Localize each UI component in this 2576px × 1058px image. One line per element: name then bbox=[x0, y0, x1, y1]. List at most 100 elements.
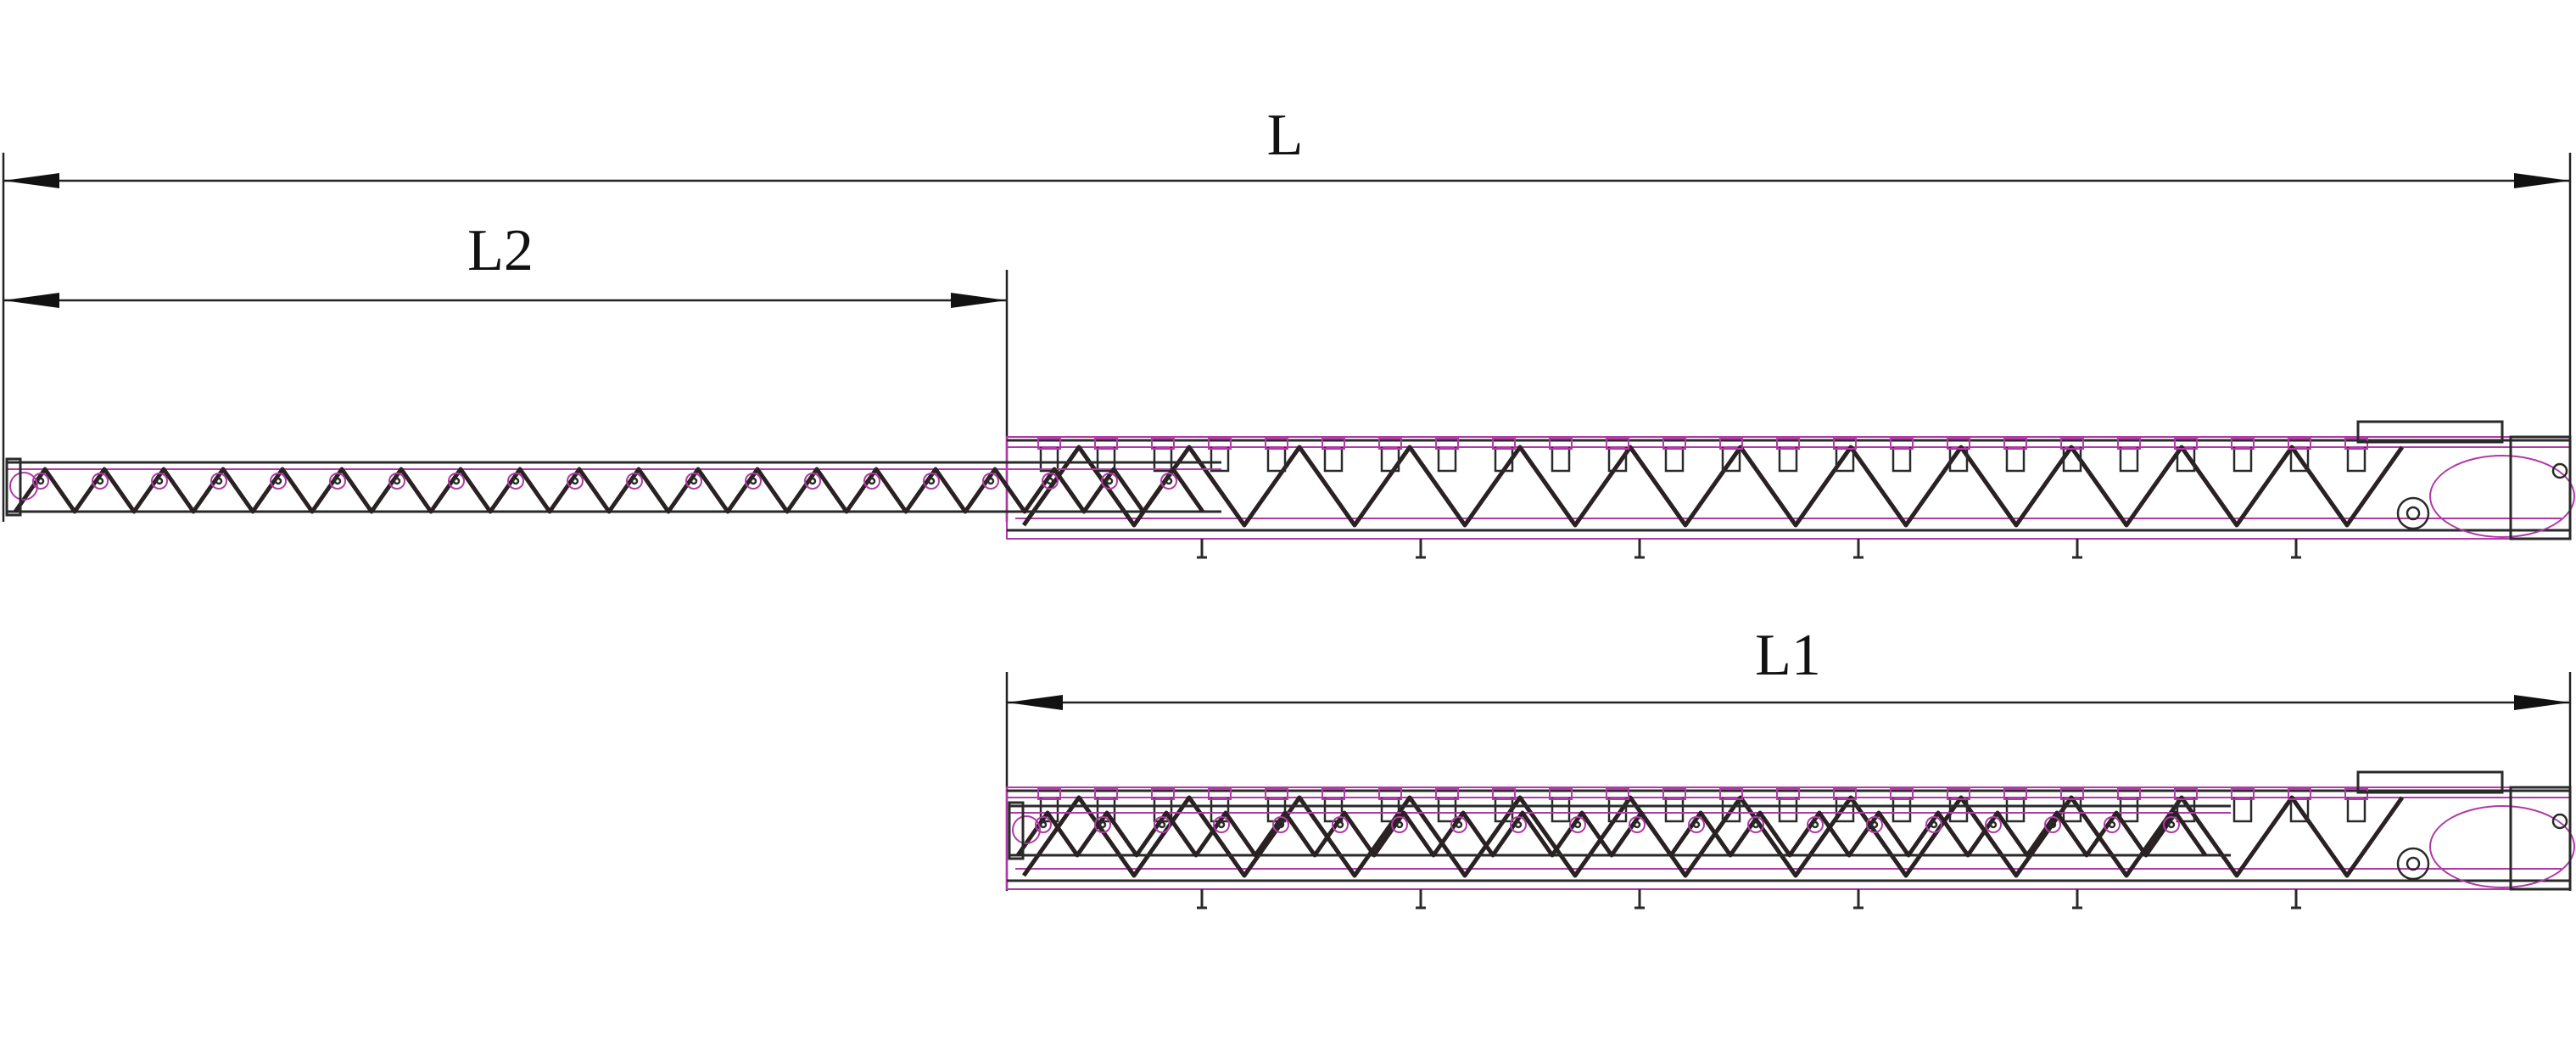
idler-bracket bbox=[1890, 788, 1914, 800]
dimension-extension: L2 bbox=[3, 218, 1009, 522]
boom-idler-hub bbox=[393, 477, 401, 485]
carrying-idler bbox=[1039, 447, 1059, 473]
boom-idler bbox=[1925, 816, 1942, 833]
carrying-idler bbox=[1607, 798, 1628, 823]
head-end-frame bbox=[2509, 786, 2572, 891]
idler-bracket bbox=[1606, 438, 1629, 450]
boom-idler-hub bbox=[1573, 820, 1582, 829]
idler-bracket bbox=[1549, 788, 1573, 800]
boom-idler-hub bbox=[2167, 820, 2176, 829]
boom-idler-hub bbox=[1277, 820, 1285, 829]
boom-idler bbox=[982, 473, 999, 490]
carrying-idler bbox=[2119, 447, 2139, 473]
boom-idler-hub bbox=[1395, 820, 1404, 829]
boom-idler-hub bbox=[1455, 820, 1463, 829]
carrying-idler bbox=[1778, 447, 1798, 473]
boom-idler-hub bbox=[1870, 820, 1879, 829]
carrying-idler bbox=[2232, 447, 2253, 473]
idler-bracket bbox=[1492, 788, 1516, 800]
idler-bracket bbox=[1094, 438, 1118, 450]
idler-bracket bbox=[2231, 788, 2255, 800]
boom-idler-hub bbox=[1811, 820, 1819, 829]
idler-bracket bbox=[2117, 438, 2141, 450]
drive-guard bbox=[2356, 770, 2504, 794]
dimension-overall: L bbox=[2, 103, 2572, 522]
arrow-right-icon bbox=[951, 293, 1007, 308]
carrying-idler bbox=[1551, 798, 1571, 823]
dimension-overall-label: L bbox=[1267, 103, 1304, 168]
drive-motor-icon bbox=[2396, 847, 2430, 881]
tail-pulley-icon bbox=[9, 472, 38, 501]
boom-idler bbox=[1688, 816, 1705, 833]
arrow-left-icon bbox=[3, 173, 59, 188]
boom-idler-hub bbox=[1752, 820, 1760, 829]
boom-end-plate bbox=[1008, 801, 1025, 860]
boom-idler bbox=[270, 473, 287, 490]
idler-bracket bbox=[2344, 788, 2368, 800]
main-frame-truss bbox=[1021, 445, 2405, 528]
boom-idler-hub bbox=[452, 477, 461, 485]
boom-idler-hub bbox=[808, 477, 817, 485]
carrying-idler bbox=[2062, 798, 2082, 823]
boom-idler bbox=[2104, 816, 2121, 833]
boom-idler bbox=[32, 473, 49, 490]
boom-idler-hub bbox=[1105, 477, 1114, 485]
carrying-idler bbox=[1551, 447, 1571, 473]
idler-bracket bbox=[1151, 438, 1175, 450]
carrying-idler bbox=[1494, 798, 1514, 823]
idler-bracket bbox=[1435, 438, 1459, 450]
boom-idler-hub bbox=[36, 477, 45, 485]
arrow-right-icon bbox=[2514, 173, 2570, 188]
carrying-idler bbox=[1210, 447, 1230, 473]
boom-idler bbox=[863, 473, 880, 490]
boom-idler-hub bbox=[2108, 820, 2116, 829]
idler-bracket bbox=[1719, 438, 1743, 450]
boom-idler bbox=[1154, 816, 1171, 833]
boom-idler-hub bbox=[927, 477, 936, 485]
boom-idler bbox=[507, 473, 524, 490]
idler-bracket bbox=[1322, 788, 1345, 800]
carrying-idler bbox=[1721, 447, 1741, 473]
boom-idler bbox=[1035, 816, 1052, 833]
idler-bracket bbox=[1435, 788, 1459, 800]
boom-truss bbox=[13, 467, 1205, 514]
idler-bracket bbox=[1776, 438, 1800, 450]
idler-bracket bbox=[2231, 438, 2255, 450]
extended-conveyor-view bbox=[5, 420, 2575, 559]
idler-bracket bbox=[1549, 438, 1573, 450]
dimension-retracted: L1 bbox=[1005, 623, 2572, 891]
boom-idler-hub bbox=[1217, 820, 1226, 829]
idler-bracket bbox=[2174, 788, 2198, 800]
idler-bracket bbox=[2344, 438, 2368, 450]
idler-bracket bbox=[1322, 438, 1345, 450]
boom-idler bbox=[1101, 473, 1118, 490]
head-pulley-icon bbox=[2551, 462, 2568, 479]
boom-idler-hub bbox=[1046, 477, 1054, 485]
arrow-right-icon bbox=[2514, 695, 2570, 710]
boom-idler-hub bbox=[1514, 820, 1523, 829]
idler-bracket bbox=[1094, 788, 1118, 800]
idler-bracket bbox=[2174, 438, 2198, 450]
boom-idler bbox=[1807, 816, 1824, 833]
carrying-idler bbox=[1891, 447, 1912, 473]
boom-idler bbox=[210, 473, 227, 490]
idler-bracket bbox=[1492, 438, 1516, 450]
drive-motor-icon bbox=[2396, 496, 2430, 530]
idler-bracket bbox=[2288, 438, 2311, 450]
head-pulley-guard bbox=[2429, 805, 2575, 888]
boom-truss bbox=[1015, 810, 2208, 858]
carrying-idler bbox=[1891, 798, 1912, 823]
carrying-idler bbox=[2346, 447, 2366, 473]
main-frame-truss bbox=[1021, 795, 2405, 878]
carrying-idler bbox=[1835, 447, 1855, 473]
boom-idler-hub bbox=[333, 477, 342, 485]
dimension-retracted-label: L1 bbox=[1755, 623, 1821, 688]
boom-idler-hub bbox=[1039, 820, 1048, 829]
idler-bracket bbox=[1265, 788, 1288, 800]
head-end-frame bbox=[2509, 435, 2572, 540]
boom-idler bbox=[1391, 816, 1408, 833]
boom-idler-hub bbox=[274, 477, 282, 485]
idler-bracket bbox=[2003, 438, 2027, 450]
idler-bracket bbox=[1208, 788, 1232, 800]
